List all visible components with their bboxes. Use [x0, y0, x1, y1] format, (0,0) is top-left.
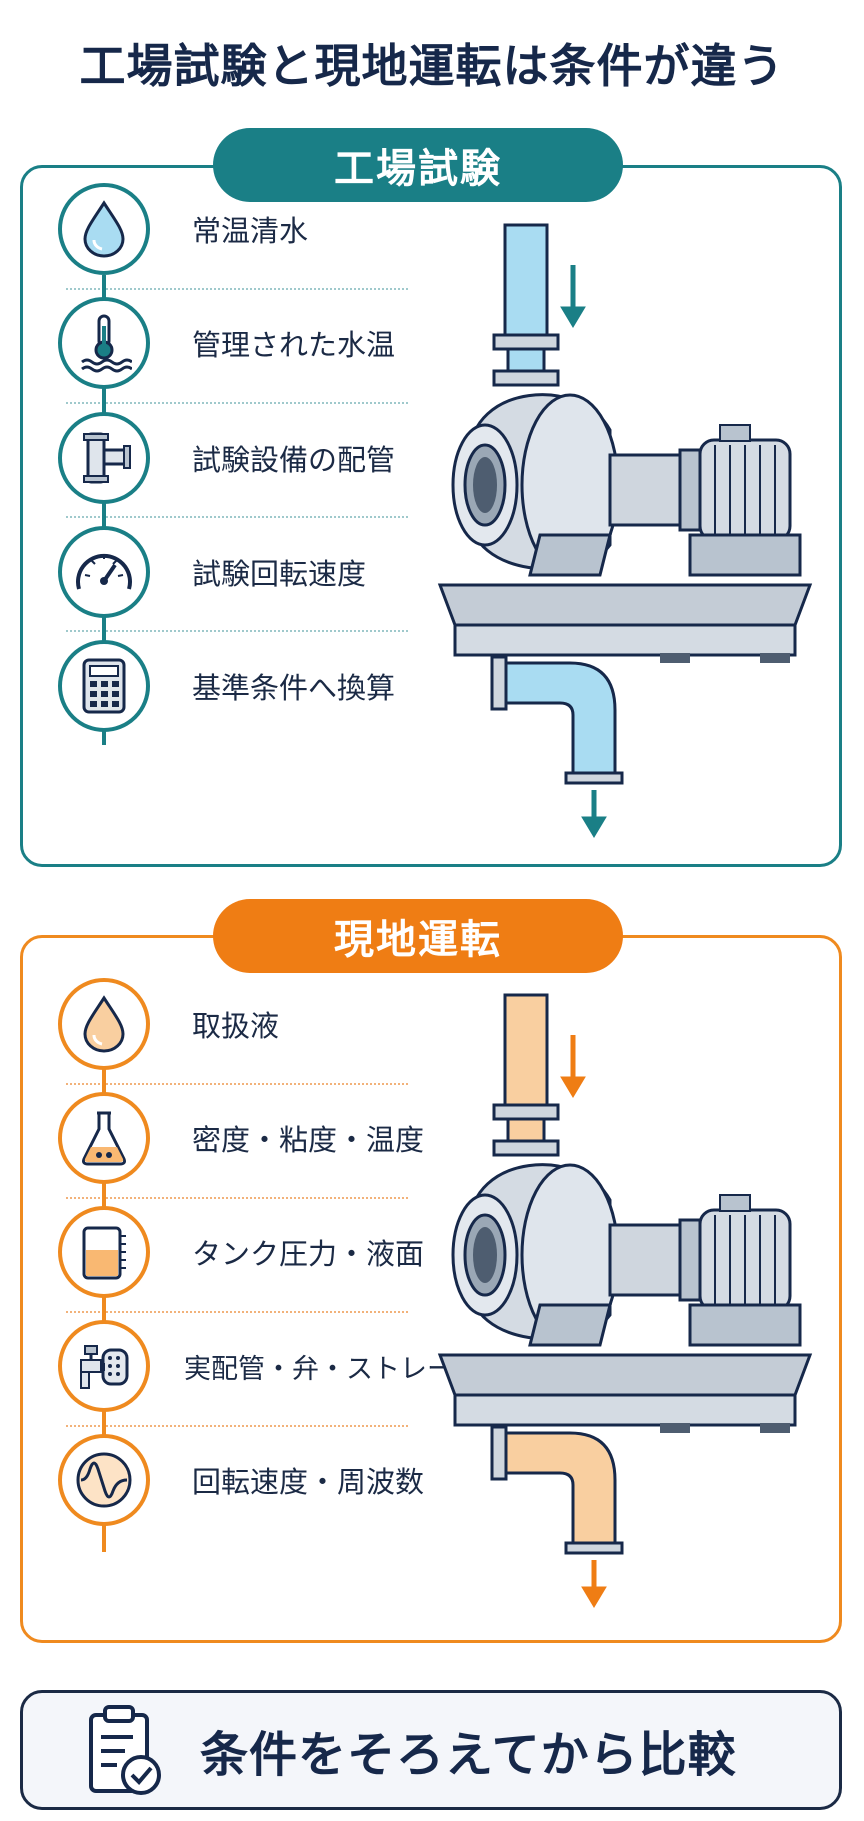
site-item-piping: 実配管・弁・ストレーナ — [58, 1312, 481, 1420]
flow-arrow-down — [560, 265, 586, 328]
site-item-label: 密度・粘度・温度 — [192, 1123, 425, 1157]
site-item-frequency: 回転速度・周波数 — [58, 1426, 424, 1534]
thermometer-icon — [58, 297, 150, 389]
liquid-drop-icon — [58, 978, 150, 1070]
factory-item-label: 試験設備の配管 — [192, 443, 396, 477]
tank-icon — [58, 1206, 150, 1298]
factory-item-label: 基準条件へ換算 — [192, 671, 396, 705]
discharge-pipe — [498, 661, 617, 777]
waveform-icon — [58, 1434, 150, 1526]
site-item-label: 実配管・弁・ストレーナ — [184, 1353, 481, 1385]
discharge-pipe — [498, 1431, 617, 1547]
site-item-label: 取扱液 — [192, 1009, 280, 1043]
pipe-icon — [58, 412, 150, 504]
factory-connector-line — [102, 275, 106, 745]
divider — [66, 288, 408, 290]
flow-arrow-down — [581, 1560, 607, 1608]
factory-test-heading: 工場試験 — [213, 128, 623, 202]
site-pump-diagram — [437, 993, 813, 1608]
flow-arrow-down — [560, 1035, 586, 1098]
divider — [66, 1425, 408, 1427]
divider — [66, 402, 408, 404]
gauge-icon — [58, 526, 150, 618]
site-item-liquid: 取扱液 — [58, 970, 408, 1078]
divider — [66, 1197, 408, 1199]
calculator-icon — [58, 640, 150, 732]
factory-item-water: 常温清水 — [58, 175, 408, 283]
conclusion-banner — [20, 1690, 842, 1810]
factory-pump-diagram — [437, 223, 813, 838]
site-item-tank: タンク圧力・液面 — [58, 1198, 424, 1306]
water-drop-icon — [58, 183, 150, 275]
checklist-icon — [89, 1705, 161, 1795]
divider — [66, 1311, 408, 1313]
factory-item-temperature: 管理された水温 — [58, 289, 408, 397]
factory-item-label: 常温清水 — [192, 214, 309, 248]
suction-pipe — [503, 993, 549, 1109]
factory-item-label: 試験回転速度 — [192, 557, 367, 591]
divider — [66, 1083, 408, 1085]
suction-pipe — [503, 223, 549, 339]
factory-item-speed: 試験回転速度 — [58, 518, 408, 626]
site-item-label: 回転速度・周波数 — [192, 1465, 425, 1499]
factory-item-conversion: 基準条件へ換算 — [58, 632, 408, 740]
page-title: 工場試験と現地運転は条件が違う — [79, 39, 785, 93]
divider — [66, 630, 408, 632]
site-item-properties: 密度・粘度・温度 — [58, 1084, 424, 1192]
conclusion-text: 条件をそろえてから比較 — [200, 1727, 737, 1783]
divider — [66, 516, 408, 518]
valve-strainer-icon — [58, 1320, 150, 1412]
site-operation-heading: 現地運転 — [213, 899, 623, 973]
flow-arrow-down — [581, 790, 607, 838]
factory-item-piping: 試験設備の配管 — [58, 404, 408, 512]
flask-icon — [58, 1092, 150, 1184]
factory-item-label: 管理された水温 — [192, 328, 396, 362]
site-item-label: タンク圧力・液面 — [192, 1237, 425, 1271]
